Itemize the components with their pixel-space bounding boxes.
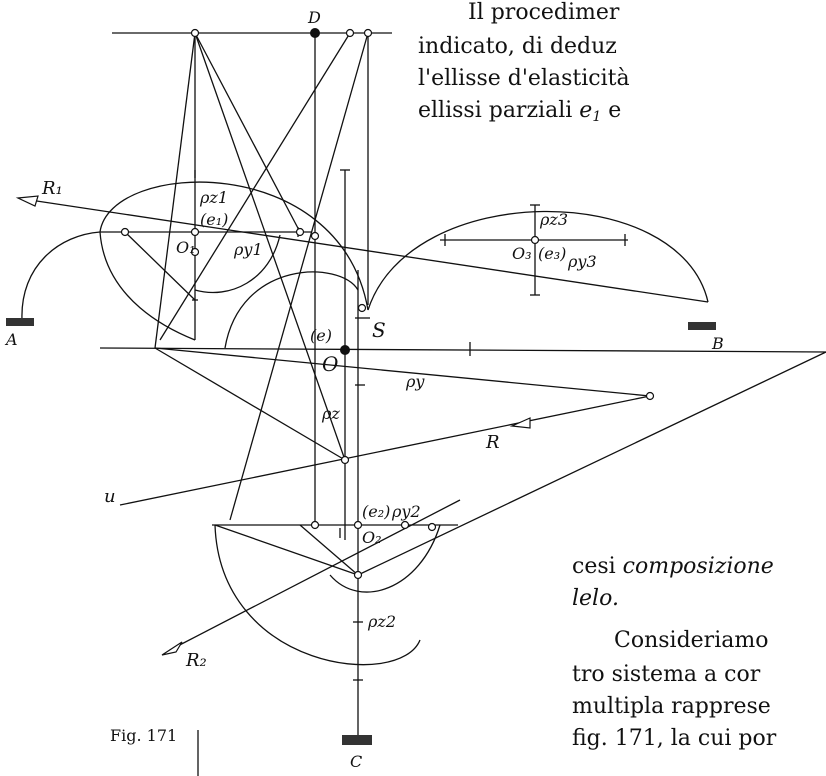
line-s-to-right [357,351,826,576]
label-o1: O₁ [176,238,196,257]
text-top-line-2: indicato, di deduz [418,34,617,59]
label-d: D [308,8,321,27]
text-mid-line-1: cesi composizione [572,554,774,580]
label-o: O [322,352,339,376]
label-e3: (e₃) [538,244,567,263]
label-o2: O₂ [362,528,382,547]
label-c: C [350,752,363,771]
arrow-r2 [161,641,183,656]
line-diag-5 [159,32,351,341]
line-r2 [169,499,461,651]
arc-e3 [367,210,709,311]
line-diag-2 [154,32,196,349]
label-rho-z2: ρz2 [368,612,397,631]
arc-e2-small [329,524,441,593]
text-top-line-1: Il procedimer [468,0,620,25]
label-u: u [104,486,116,507]
label-rho-y3: ρy3 [568,252,597,271]
label-a: A [6,330,18,349]
line-diag-7 [154,347,346,461]
arc-left-support [21,231,101,321]
joint-o [340,345,350,355]
line-r1 [29,199,709,303]
label-r1: R₁ [42,178,63,199]
label-rho-y1: ρy1 [234,240,263,259]
label-rho-z3: ρz3 [540,210,569,229]
label-o3: O₃ [512,244,532,263]
label-rho-y2: ρy2 [392,502,421,521]
text-bottom-line-4: fig. 171, la cui por [572,726,777,751]
text-top-line-3: l'ellisse d'elasticità [418,66,630,91]
text-bottom-line-2: tro sistema a cor [572,662,761,687]
label-e1: (e₁) [200,210,229,229]
joint-d [310,28,320,38]
text-mid-line-1-plain: cesi [572,554,616,579]
arrow-r1 [15,195,39,207]
arc-e1-lower [99,231,196,341]
support-a [6,318,34,326]
line-diag-3 [194,32,301,233]
text-top-line-4-tail: e [608,98,622,123]
label-rho-z1: ρz1 [200,188,229,207]
line-axis-y [99,347,826,353]
text-bottom-line-1: Consideriamo [614,628,769,653]
arc-e1-small [194,234,281,294]
arc-e [224,271,359,349]
arrow-r [509,417,531,429]
line-diag-8 [214,524,359,576]
figure-caption: Fig. 171 [110,726,178,745]
support-b [688,322,716,330]
text-top-line-4: ellissi parziali e1 e [418,98,621,130]
label-e2: (e₂) [362,502,391,521]
text-top-line-4-main: ellissi parziali [418,98,573,123]
arc-e2 [214,524,421,666]
line-diag-1 [194,32,346,461]
label-r2: R₂ [186,650,207,671]
label-rho-z: ρz [322,404,340,423]
label-b: B [712,334,724,353]
line-diag-4 [229,32,369,521]
text-top-line-4-var: e [579,98,593,123]
label-e: (e) [310,326,332,345]
label-r: R [486,432,500,453]
line-left-fan [154,347,651,397]
line-diag-9 [299,524,359,576]
text-mid-line-2-italic: lelo. [572,586,619,611]
text-mid-line-1-italic: composizione [622,554,774,579]
text-mid-line-2: lelo. [572,586,619,612]
text-bottom-line-3: multipla rapprese [572,694,771,719]
label-s: S [372,318,386,342]
line-r [119,395,651,506]
support-c [342,735,372,745]
text-top-line-4-sub: 1 [592,109,602,125]
arc-e1 [99,181,369,311]
line-diag-6 [124,231,196,301]
label-rho-y: ρy [406,372,425,391]
